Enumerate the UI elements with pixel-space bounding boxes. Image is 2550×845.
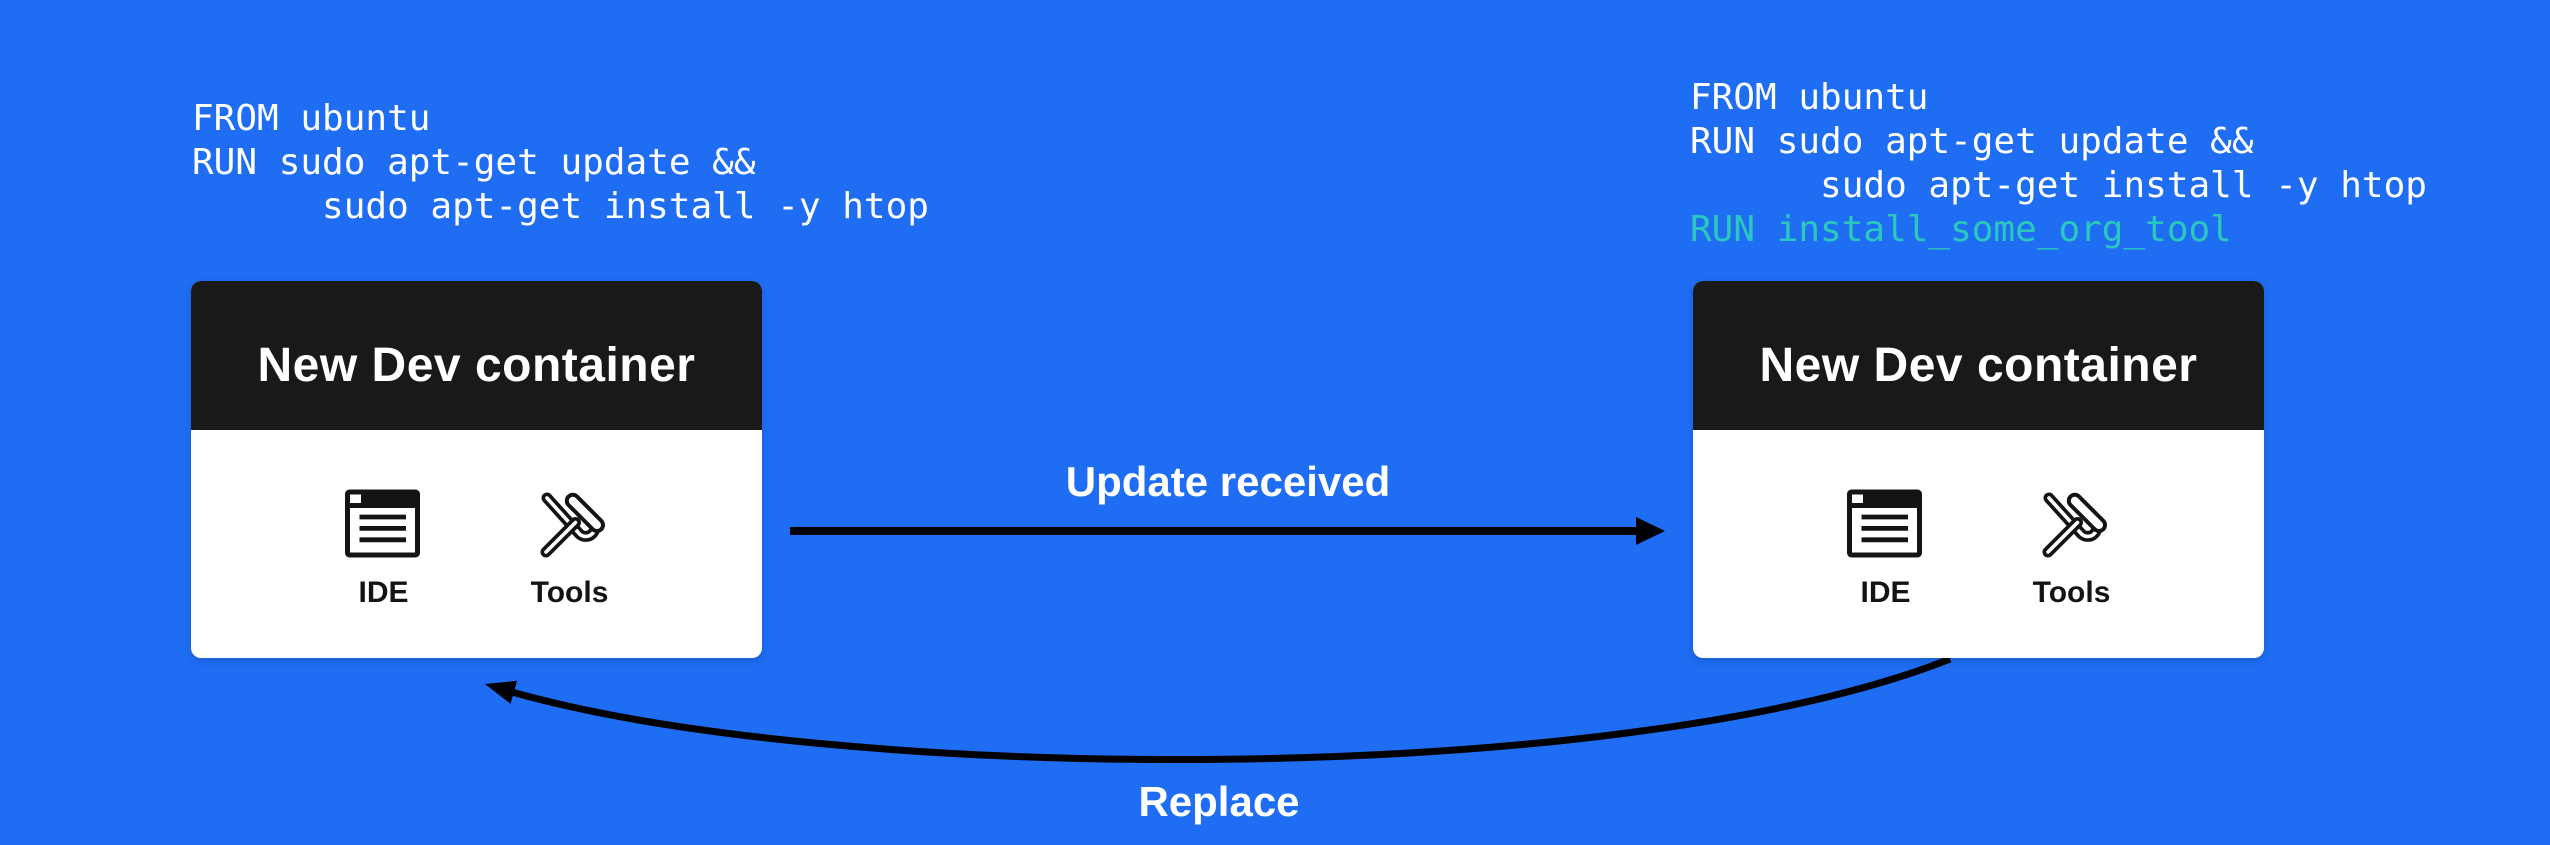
left-dockerfile-code: FROM ubuntu RUN sudo apt-get update && s… (192, 98, 929, 227)
right-dockerfile-code: FROM ubuntu RUN sudo apt-get update && s… (1690, 76, 2427, 252)
dev-container-card-right: New Dev container IDE (1693, 281, 2264, 658)
crossed-tools-icon (2042, 492, 2107, 558)
tools-label: Tools (2032, 576, 2111, 609)
ide-item: IDE (342, 480, 426, 608)
right-dockerfile-highlight-line: RUN install_some_org_tool (1690, 209, 2232, 250)
card-body: IDE Tools (1693, 430, 2264, 708)
update-arrow (790, 517, 1665, 545)
replace-arrowhead (485, 680, 518, 704)
ide-label: IDE (1860, 576, 1911, 609)
card-header: New Dev container (191, 281, 762, 430)
update-arrowhead (1636, 517, 1665, 545)
ide-item: IDE (1844, 480, 1928, 608)
right-dockerfile-plain: FROM ubuntu RUN sudo apt-get update && s… (1690, 77, 2427, 206)
update-arrow-label: Update received (1065, 458, 1391, 505)
tools-item: Tools (528, 480, 612, 608)
card-title: New Dev container (1759, 338, 2198, 392)
tools-item: Tools (2030, 480, 2114, 608)
dev-container-card-left: New Dev container IDE (191, 281, 762, 658)
card-header: New Dev container (1693, 281, 2264, 430)
tools-label: Tools (530, 576, 609, 609)
ide-window-icon (1846, 489, 1922, 558)
replace-arrow-label: Replace (1138, 778, 1300, 825)
card-title: New Dev container (257, 338, 696, 392)
ide-window-icon (344, 489, 420, 558)
replace-arrow (485, 655, 1952, 764)
crossed-tools-icon (540, 492, 605, 558)
ide-label: IDE (358, 576, 409, 609)
card-body: IDE Tools (191, 430, 762, 708)
